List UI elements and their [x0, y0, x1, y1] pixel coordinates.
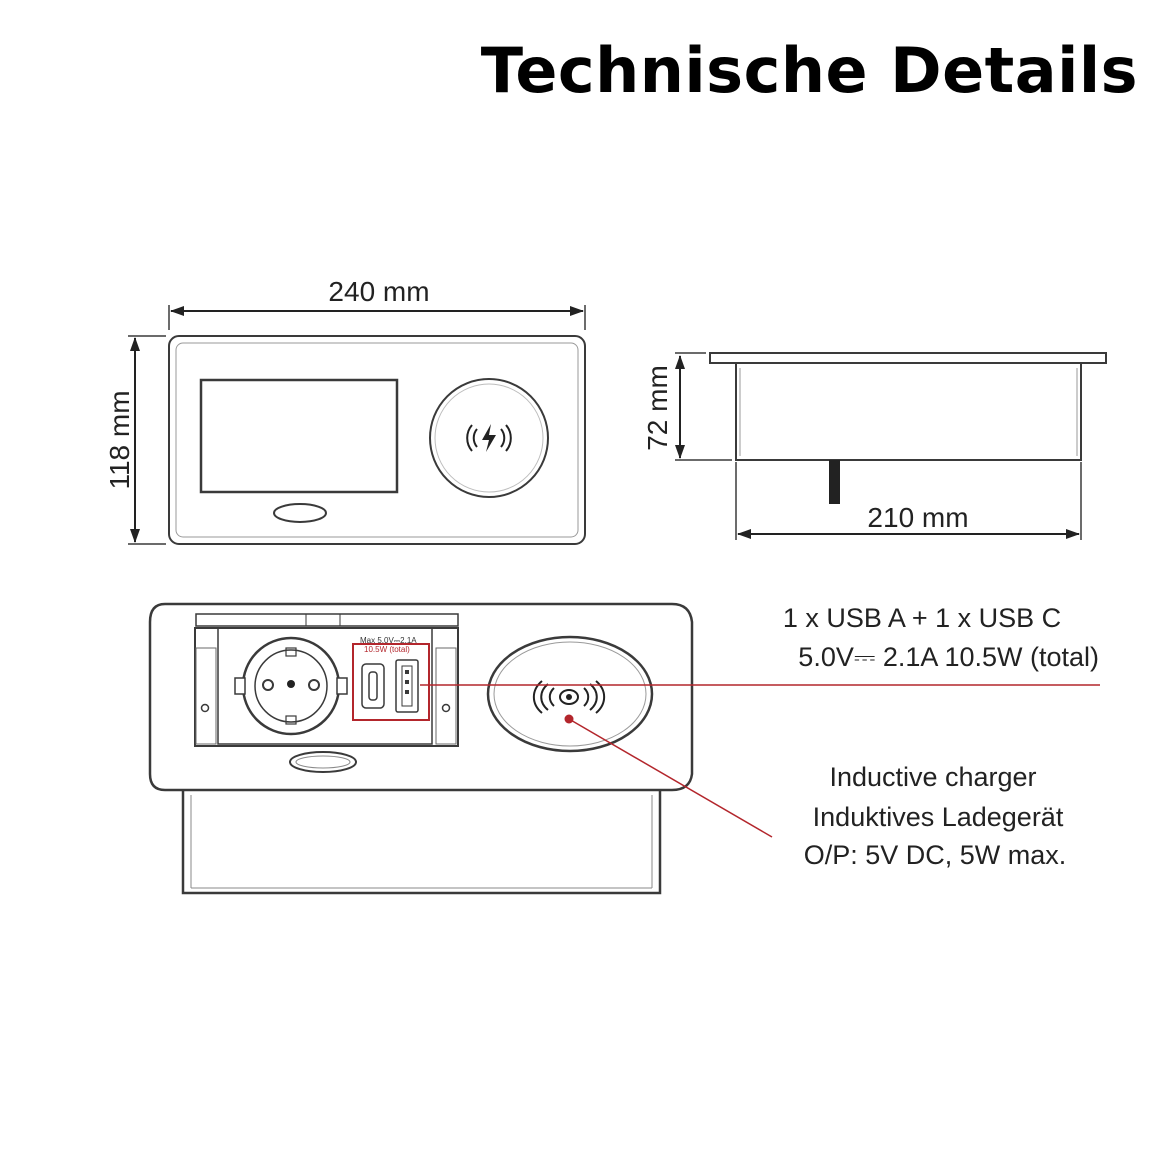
usb-a-port-icon: [395, 659, 419, 713]
height-dimension: 118 mm: [104, 390, 135, 489]
wireless-charging-icon: [466, 424, 512, 452]
inductive-charger-pad: [486, 635, 654, 753]
charger-spec-line2: Induktives Ladegerät: [813, 802, 1064, 832]
wireless-signal-icon: [532, 680, 606, 714]
inner-width-dimension: 210 mm: [867, 502, 968, 533]
power-cable: [829, 460, 840, 504]
usb-panel-total: 10.5W (total): [364, 645, 410, 654]
lid-release-button-open: [289, 751, 357, 773]
charger-pad: [429, 378, 549, 498]
lid-release-button: [273, 503, 327, 523]
charger-spec-line1: Inductive charger: [829, 762, 1036, 792]
usb-spec-line1: 1 x USB A + 1 x USB C: [783, 603, 1061, 633]
page-title: Technische Details: [480, 34, 1138, 107]
top-view: 240 mm 118 mm: [104, 276, 586, 545]
socket-lid: [199, 378, 399, 494]
schuko-socket-icon: [234, 636, 348, 736]
charger-callout: [564, 714, 773, 838]
usb-c-port-icon: [361, 663, 385, 709]
width-dimension: 240 mm: [328, 276, 429, 307]
usb-spec-line2: 5.0V⎓ 2.1A 10.5W (total): [798, 642, 1099, 672]
open-unit-view: Max 5.0V⎓2.1A 10.5W (total): [148, 602, 694, 895]
depth-dimension: 72 mm: [642, 365, 673, 451]
usb-panel-rating: Max 5.0V⎓2.1A: [360, 636, 417, 645]
side-view: 72 mm 210 mm: [642, 352, 1107, 540]
charger-spec-line3: O/P: 5V DC, 5W max.: [804, 840, 1067, 870]
